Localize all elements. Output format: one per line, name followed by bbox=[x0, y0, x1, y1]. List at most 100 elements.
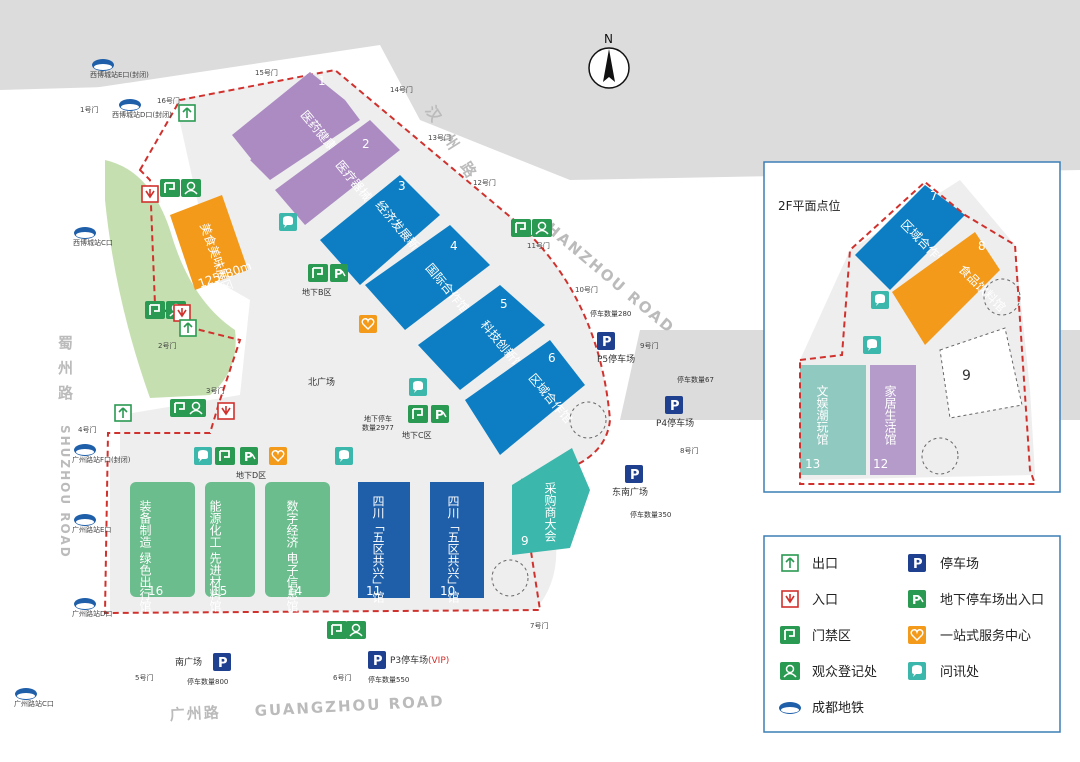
compass-n-label: N bbox=[604, 32, 613, 46]
inset-hall-12-name: 家居生活馆 bbox=[883, 384, 897, 445]
hall-6-number: 6 bbox=[548, 351, 556, 365]
legend-service-label: 一站式服务中心 bbox=[940, 628, 1031, 644]
parking-southeast-icon bbox=[625, 465, 643, 483]
hall-11-name: 四川「五区共兴」馆 bbox=[371, 495, 385, 603]
legend-exit-label: 出口 bbox=[812, 557, 838, 572]
svg-text:9号门: 9号门 bbox=[640, 341, 658, 350]
hall-4-number: 4 bbox=[450, 239, 458, 253]
hall-14[interactable]: 14 数字经济 电子信息馆 bbox=[265, 482, 330, 612]
hall-2-number: 2 bbox=[362, 137, 370, 151]
metro-stations: 西博城站E口(封闭) 西博城站D口(封闭) 西博城站C口 广州路站F口(封闭) … bbox=[14, 59, 172, 708]
svg-text:西博城站C口: 西博城站C口 bbox=[73, 238, 113, 247]
svg-text:广州路站C口: 广州路站C口 bbox=[14, 699, 54, 708]
hall-10-name: 四川「五区共兴」馆 bbox=[446, 495, 460, 603]
parking-south-count: 停车数量800 bbox=[187, 677, 228, 686]
inset-hall-7-number: 7 bbox=[930, 189, 938, 203]
underground-c-label: 地下C区 bbox=[402, 430, 432, 440]
svg-text:1号门: 1号门 bbox=[80, 105, 98, 114]
svg-text:15号门: 15号门 bbox=[255, 68, 278, 77]
food-area[interactable]: 美食美味展区 125*80m bbox=[170, 195, 254, 294]
hall-10-number: 10 bbox=[440, 584, 455, 598]
southeast-plaza-label: 东南广场 bbox=[612, 486, 648, 498]
hall-16[interactable]: 16 装备制造 绿色出行馆 bbox=[130, 482, 195, 612]
underground-parking-label: 地下停车 bbox=[364, 414, 392, 423]
svg-text:广州路站D口: 广州路站D口 bbox=[72, 609, 112, 618]
parking-southeast-count: 停车数量350 bbox=[630, 510, 671, 519]
parking-p3-count: 停车数量550 bbox=[368, 675, 409, 684]
legend: 出口 入口 门禁区 观众登记处 成都地铁 停车场 地下停车场出入口 一站式服务中… bbox=[763, 535, 1061, 733]
parking-p4-name: P4停车场 bbox=[656, 417, 694, 429]
underground-parking-count: 数量2977 bbox=[362, 423, 394, 432]
inset-hall-8-number: 8 bbox=[978, 239, 986, 253]
hall-14-name: 数字经济 电子信息馆 bbox=[285, 499, 299, 612]
legend-registration-label: 观众登记处 bbox=[812, 665, 877, 680]
inset-hall-13-name: 文娱潮玩馆 bbox=[815, 384, 829, 445]
underground-b-label: 地下B区 bbox=[302, 287, 332, 297]
parking-p4-icon bbox=[665, 396, 683, 414]
underground-d-label: 地下D区 bbox=[236, 470, 266, 480]
inset-2f: 2F平面点位 7 区域合作馆 8 食品饮料馆 13 文娱潮玩馆 12 家居生活馆… bbox=[763, 161, 1061, 493]
venue-boundary bbox=[103, 68, 612, 615]
hall-15-name: 能源化工 先进材料馆 bbox=[208, 500, 222, 612]
hall-14-number: 14 bbox=[287, 584, 302, 598]
parking-p3-icon bbox=[368, 651, 386, 669]
hall-16-name: 装备制造 绿色出行馆 bbox=[138, 500, 152, 612]
svg-text:西博城站E口(封闭): 西博城站E口(封闭) bbox=[90, 70, 149, 79]
hall-1-number: 1 bbox=[318, 74, 326, 88]
hall-9-name: 采购商大会 bbox=[543, 482, 557, 543]
svg-text:西博城站D口(封闭): 西博城站D口(封闭) bbox=[112, 110, 172, 119]
parking-p3-name: P3停车场 bbox=[390, 654, 428, 666]
road-shuzhou-en: SHUZHOU ROAD bbox=[58, 425, 72, 559]
parking-p4-count: 停车数量67 bbox=[677, 375, 714, 384]
legend-parking-label: 停车场 bbox=[940, 556, 979, 572]
hall-10[interactable]: 10 四川「五区共兴」馆 bbox=[430, 482, 484, 603]
plaza-circle bbox=[569, 401, 607, 439]
parking-p3-vip: (VIP) bbox=[428, 656, 449, 666]
hall-3-number: 3 bbox=[398, 179, 406, 193]
road-guangzhou-cn: 广州路 bbox=[169, 703, 221, 724]
hall-11-number: 11 bbox=[366, 584, 381, 598]
svg-text:广州路站E口: 广州路站E口 bbox=[72, 525, 111, 534]
svg-text:12号门: 12号门 bbox=[473, 178, 496, 187]
parking-p5-name: P5停车场 bbox=[597, 353, 635, 365]
inset-hall-12-number: 12 bbox=[873, 457, 888, 471]
parking-p5-count: 停车数量280 bbox=[590, 309, 631, 318]
svg-text:3号门: 3号门 bbox=[206, 386, 224, 395]
hall-15-number: 15 bbox=[212, 584, 227, 598]
hall-1[interactable]: 1 医药健康馆 bbox=[232, 72, 360, 180]
inset-hall-9-number: 9 bbox=[962, 368, 971, 384]
legend-gate-label: 门禁区 bbox=[812, 629, 851, 644]
svg-text:14号门: 14号门 bbox=[390, 85, 413, 94]
svg-text:16号门: 16号门 bbox=[157, 96, 180, 105]
inset-hall-13-number: 13 bbox=[805, 457, 820, 471]
gate-labels: 1号门 2号门 3号门 4号门 5号门 6号门 7号门 8号门 9号门 10号门… bbox=[78, 68, 698, 682]
svg-text:8号门: 8号门 bbox=[680, 446, 698, 455]
svg-text:7号门: 7号门 bbox=[530, 621, 548, 630]
hall-11[interactable]: 11 四川「五区共兴」馆 bbox=[358, 482, 410, 603]
green-park bbox=[105, 160, 236, 398]
plaza-circle bbox=[491, 559, 529, 597]
legend-underground-parking-label: 地下停车场出入口 bbox=[940, 592, 1044, 608]
svg-text:13号门: 13号门 bbox=[428, 133, 451, 142]
compass: N bbox=[588, 32, 630, 89]
hall-5-number: 5 bbox=[500, 297, 508, 311]
svg-text:10号门: 10号门 bbox=[575, 285, 598, 294]
svg-text:11号门: 11号门 bbox=[527, 241, 550, 250]
legend-entrance-label: 入口 bbox=[812, 593, 838, 608]
svg-text:5号门: 5号门 bbox=[135, 673, 153, 682]
south-plaza-label: 南广场 bbox=[175, 656, 202, 668]
svg-text:广州路站F口(封闭): 广州路站F口(封闭) bbox=[72, 455, 131, 464]
inset-title: 2F平面点位 bbox=[778, 198, 841, 213]
parking-south-icon bbox=[213, 653, 231, 671]
hall-15[interactable]: 15 能源化工 先进材料馆 bbox=[205, 482, 255, 612]
svg-text:4号门: 4号门 bbox=[78, 425, 96, 434]
north-plaza-label: 北广场 bbox=[308, 376, 335, 388]
svg-text:2号门: 2号门 bbox=[158, 341, 176, 350]
parking-p5-icon bbox=[597, 332, 615, 350]
hall-9[interactable]: 9 采购商大会 bbox=[512, 448, 590, 555]
road-shuzhou-cn: 蜀州路 bbox=[56, 335, 74, 410]
hall-9-number: 9 bbox=[521, 534, 529, 548]
legend-info-label: 问讯处 bbox=[940, 665, 979, 680]
svg-text:6号门: 6号门 bbox=[333, 673, 351, 682]
